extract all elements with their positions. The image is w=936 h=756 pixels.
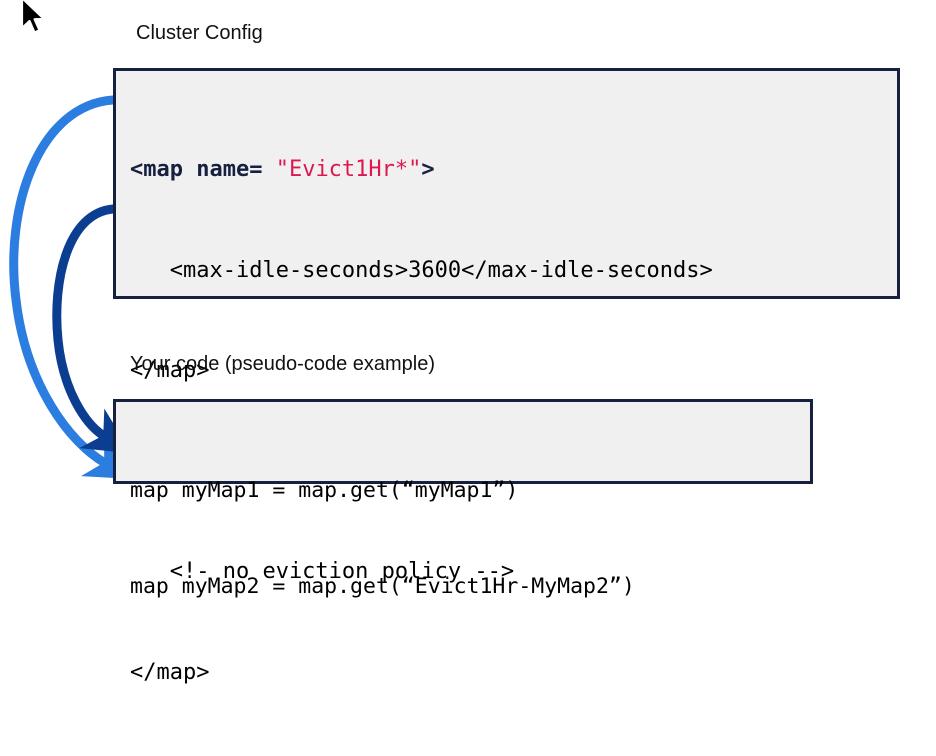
code-token-plain: map myMap2 = map.get(“Evict1Hr-MyMap2”) [130,574,635,599]
user-code-block: map myMap1 = map.get(“myMap1”) map myMap… [113,399,813,599]
your-code-label: Your code (pseudo-code example) [130,353,436,375]
code-line-3: </map> [130,354,713,388]
cluster-config-label: Cluster Config [136,22,263,44]
diagram-canvas: Cluster Config <map name= "Evict1Hr*"> <… [9,0,900,685]
code-line-1: <map name= "Evict1Hr*"> [130,153,713,187]
cluster-config-code-block: <map name= "Evict1Hr*"> <max-idle-second… [113,68,900,685]
user-code-line-1: map myMap1 = map.get(“myMap1”) [130,475,635,507]
mouse-pointer-icon [20,0,46,34]
user-code-lines: map myMap1 = map.get(“myMap1”) map myMap… [130,411,635,667]
code-token-plain: map myMap1 = map.get(“myMap1”) [130,478,519,503]
code-token-string: "Evict1Hr*" [275,157,422,182]
code-token-tag: <map name= [130,157,276,182]
code-line-2: <max-idle-seconds>3600</max-idle-seconds… [130,254,713,288]
code-token-tag-close: > [421,157,435,182]
code-token-plain: <max-idle-seconds>3600</max-idle-seconds… [130,257,713,283]
code-token-plain: </map> [130,358,210,383]
user-code-line-2: map myMap2 = map.get(“Evict1Hr-MyMap2”) [130,571,635,603]
arrow-evict1hr-to-mymap2 [9,95,134,480]
arrow-default-to-mymap1 [52,204,132,454]
